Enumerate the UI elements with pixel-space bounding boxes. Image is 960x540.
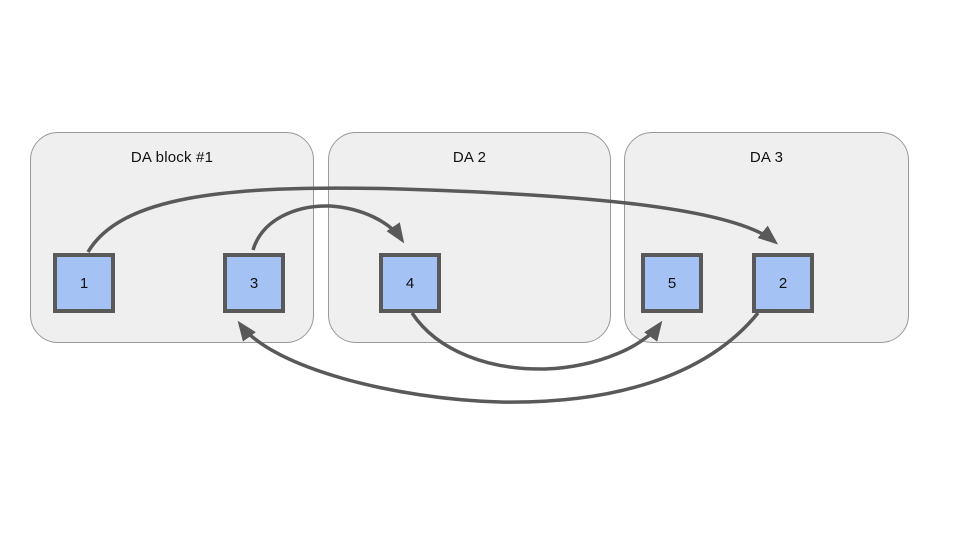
node-2: 2 xyxy=(752,253,814,313)
node-4-label: 4 xyxy=(405,274,415,292)
node-4: 4 xyxy=(379,253,441,313)
da-block-2: DA 2 4 xyxy=(328,132,611,343)
node-3-label: 3 xyxy=(249,274,259,292)
node-5-label: 5 xyxy=(667,274,677,292)
node-5: 5 xyxy=(641,253,703,313)
node-3: 3 xyxy=(223,253,285,313)
da-block-1: DA block #1 1 3 xyxy=(30,132,314,343)
da-block-3-title: DA 3 xyxy=(749,149,784,166)
da-block-2-title: DA 2 xyxy=(452,149,487,166)
da-block-3: DA 3 5 2 xyxy=(624,132,909,343)
node-1-label: 1 xyxy=(79,274,89,292)
node-2-label: 2 xyxy=(778,274,788,292)
da-block-1-title: DA block #1 xyxy=(130,149,214,166)
node-1: 1 xyxy=(53,253,115,313)
